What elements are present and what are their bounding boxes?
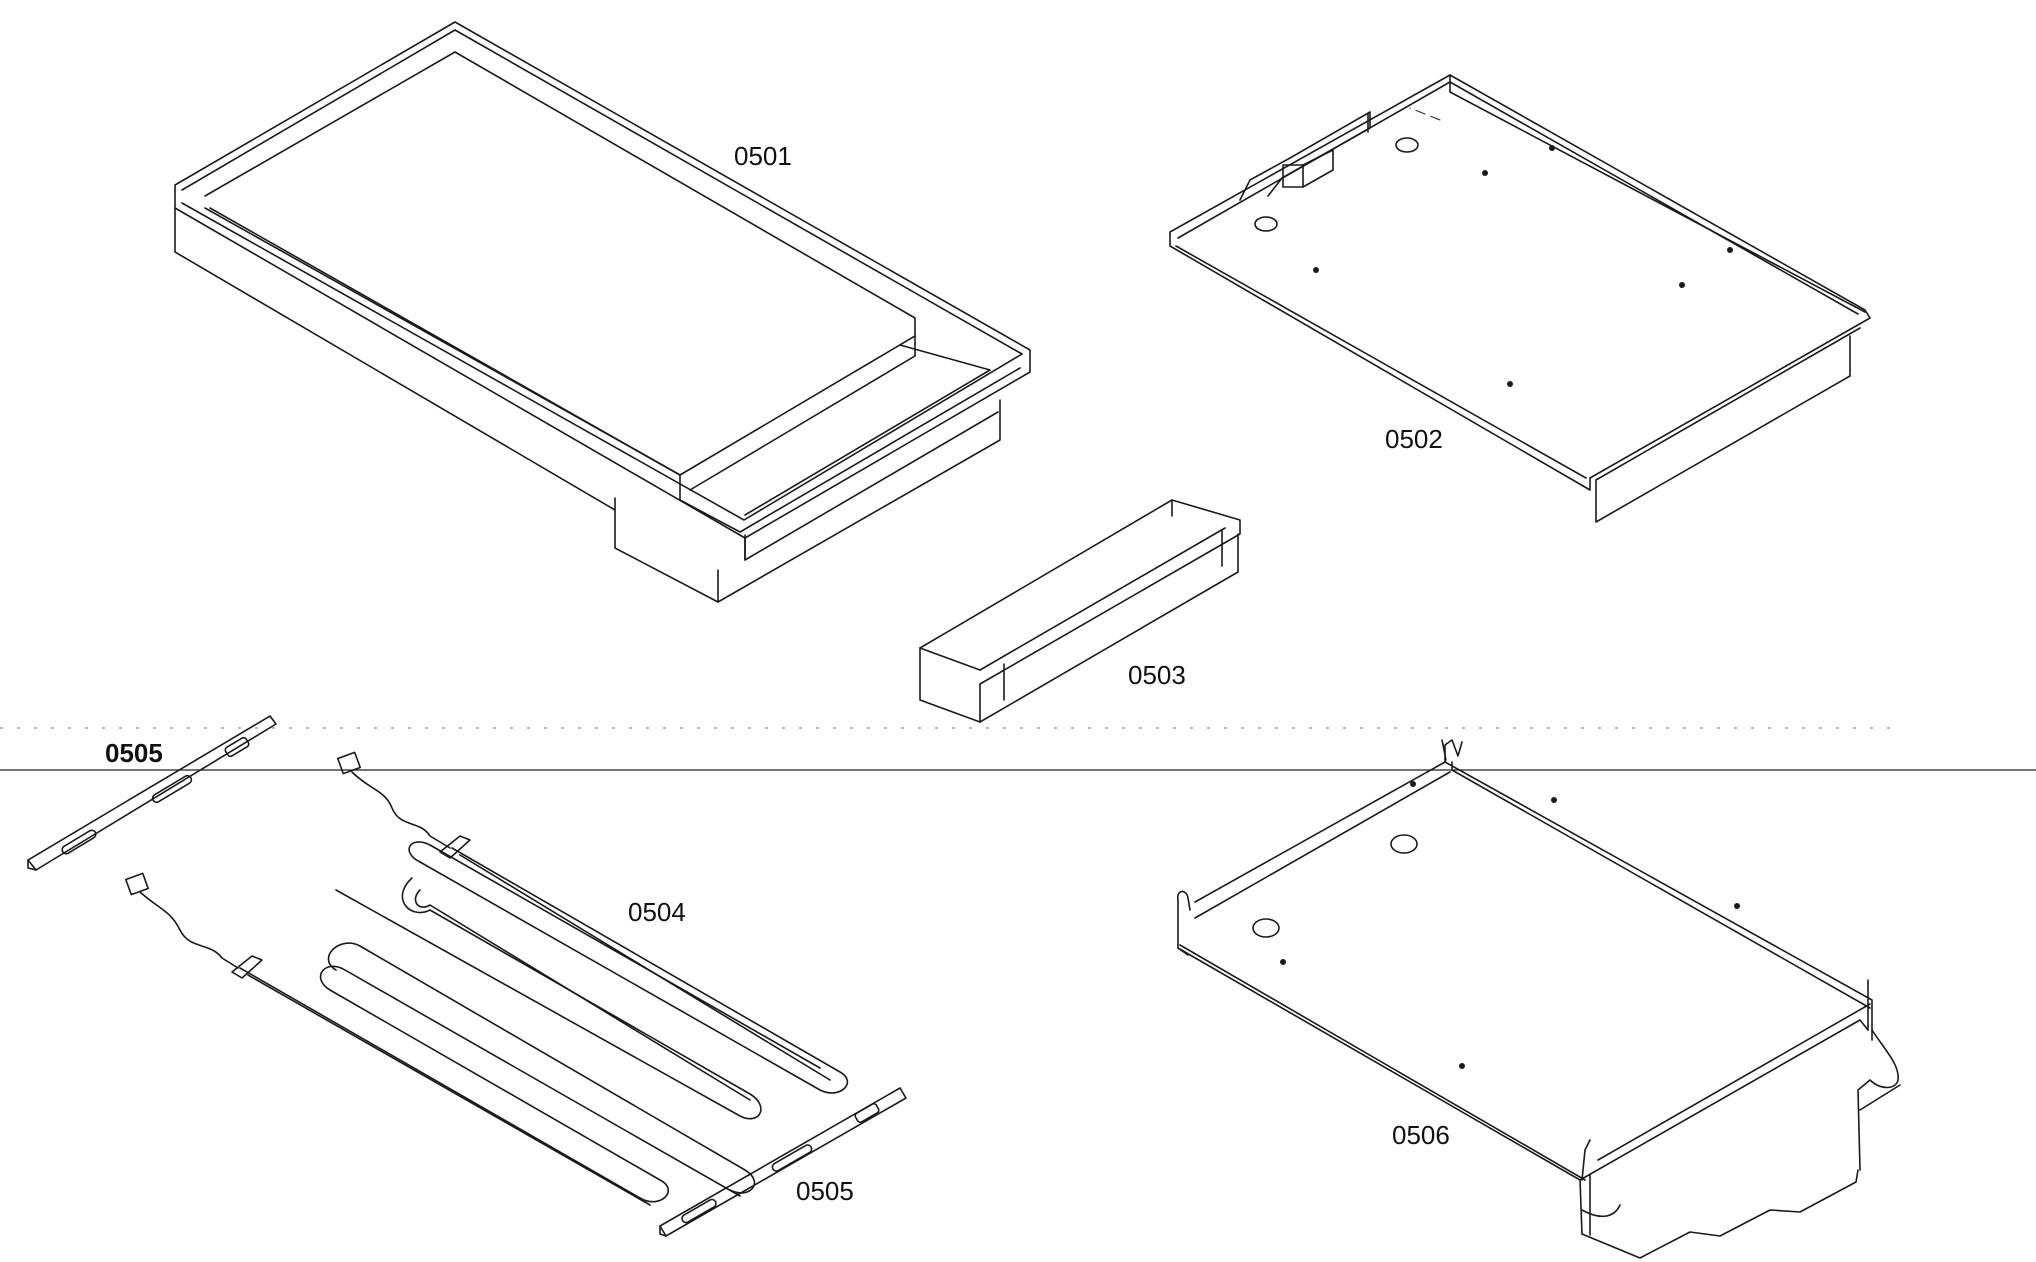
part-0502-top-plate	[1169, 74, 1871, 523]
label-0501: 0501	[734, 141, 792, 171]
part-0504-heating-element	[125, 751, 849, 1206]
label-0504: 0504	[628, 897, 686, 927]
part-0505-bracket-top	[27, 715, 277, 871]
label-0502: 0502	[1385, 424, 1443, 454]
label-0505-top: 0505	[105, 738, 163, 768]
part-0503-trough	[919, 499, 1241, 723]
label-0506: 0506	[1392, 1120, 1450, 1150]
part-0505-bracket-bottom	[659, 1087, 907, 1237]
label-0505-bottom: 0505	[796, 1176, 854, 1206]
label-0503: 0503	[1128, 660, 1186, 690]
part-0506-bottom-pan	[1176, 739, 1901, 1259]
part-0501-drip-tray	[174, 21, 1031, 603]
